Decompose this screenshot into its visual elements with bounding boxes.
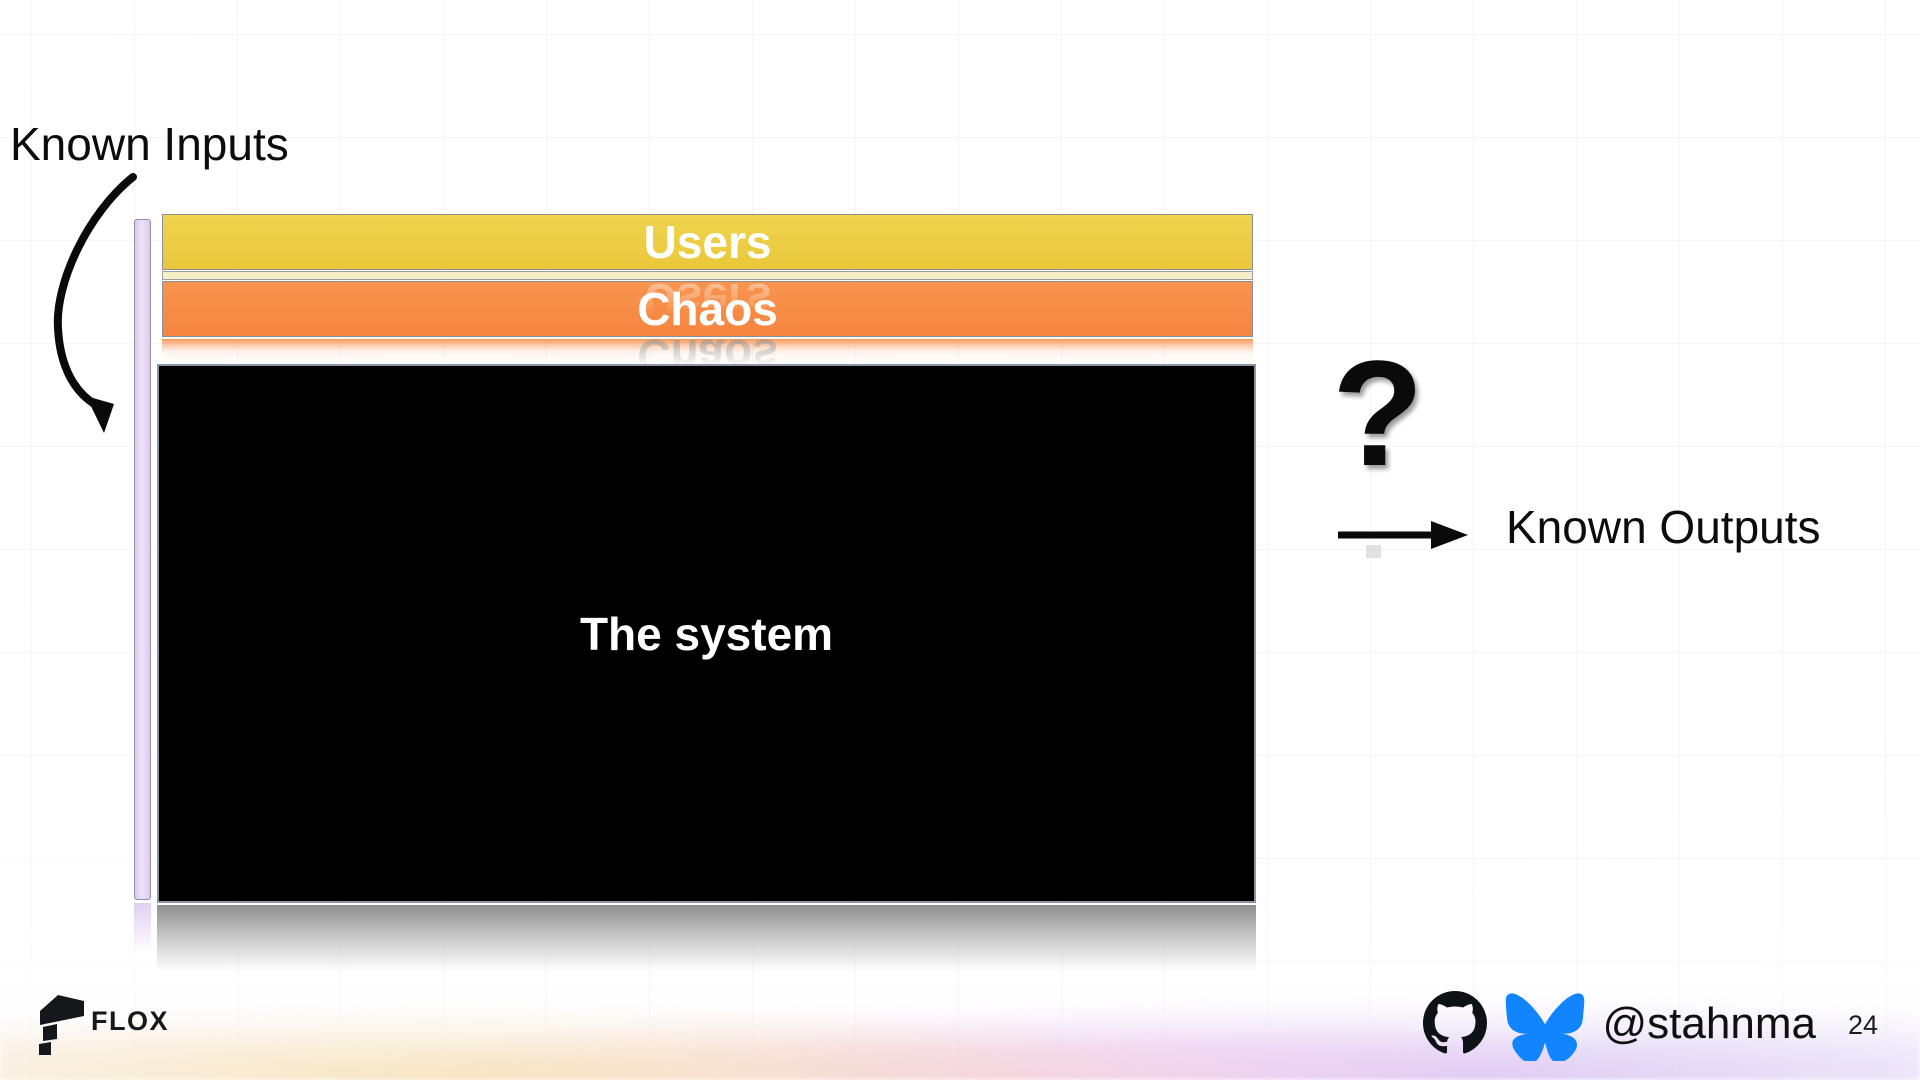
known-outputs-label: Known Outputs <box>1506 501 1821 553</box>
curved-arrow-icon <box>53 173 137 433</box>
social-handle: @stahnma <box>1602 998 1816 1048</box>
known-inputs-label: Known Inputs <box>10 118 289 170</box>
system-box-label: The system <box>579 607 834 660</box>
inputs-bar-reflection <box>134 903 151 953</box>
users-bar-label: Users <box>643 216 772 268</box>
flox-logo-icon <box>39 995 84 1055</box>
github-icon <box>1422 991 1487 1060</box>
chaos-bar: Chaos <box>162 281 1253 337</box>
users-bar: Users <box>162 214 1253 270</box>
grid-artifact-square <box>1366 545 1381 558</box>
users-reflection-strip <box>162 271 1253 280</box>
flox-wordmark: FLOX <box>91 1005 169 1036</box>
footer-right: @stahnma 24 <box>1422 985 1878 1064</box>
inputs-vertical-bar <box>134 219 151 900</box>
chaos-bar-reflection: Chaos <box>162 339 1253 367</box>
flox-logo: FLOX <box>39 994 169 1056</box>
system-box: The system <box>157 364 1256 903</box>
right-arrow-icon <box>1338 521 1468 549</box>
question-mark: ? <box>1332 329 1424 497</box>
bottom-gradient-band <box>0 965 1920 1080</box>
bluesky-icon <box>1505 989 1585 1066</box>
chaos-bar-label: Chaos <box>637 283 778 335</box>
page-number: 24 <box>1847 1010 1878 1040</box>
